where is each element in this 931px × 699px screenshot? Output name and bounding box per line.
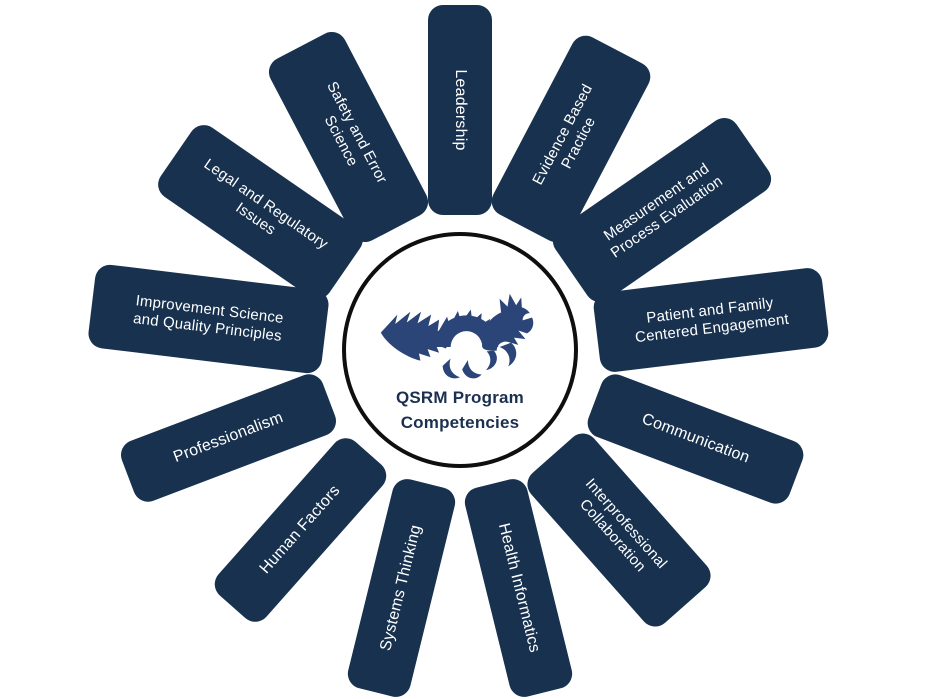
spoke-label: Human Factors bbox=[256, 482, 345, 579]
dragon-claw-lower bbox=[485, 350, 497, 370]
spoke-systems-thinking: Systems Thinking bbox=[344, 476, 459, 699]
dragon-claw-upper bbox=[499, 342, 517, 366]
dragon-crest bbox=[499, 293, 522, 312]
dragon-head bbox=[482, 306, 534, 351]
dragon-body bbox=[434, 314, 499, 347]
spoke-label-line: Professionalism bbox=[171, 409, 286, 467]
spoke-label-line: Legal and Regulatory bbox=[200, 155, 332, 253]
drexel-dragon-logo bbox=[380, 293, 534, 378]
center-circle: QSRM Program Competencies bbox=[342, 232, 578, 468]
spoke-label: Leadership bbox=[450, 69, 470, 150]
spoke-label-line: Communication bbox=[639, 410, 752, 468]
spoke-leadership: Leadership bbox=[428, 5, 492, 215]
center-title-line1: QSRM Program bbox=[395, 387, 525, 407]
center-title: QSRM Program Competencies bbox=[396, 385, 524, 436]
center-title-line2: Competencies bbox=[400, 413, 520, 432]
dragon-back-spikes bbox=[437, 309, 491, 333]
dragon-tail bbox=[380, 311, 451, 361]
spoke-label-line: Human Factors bbox=[256, 482, 344, 578]
spoke-label-line: Leadership bbox=[451, 69, 469, 151]
spoke-label: Professionalism bbox=[171, 408, 286, 467]
spoke-label: Communication bbox=[638, 410, 751, 469]
dragon-foot-right bbox=[462, 359, 482, 378]
spoke-label-line: Health Informatics bbox=[494, 521, 544, 655]
spoke-label: Systems Thinking bbox=[376, 523, 426, 654]
dragon-foot-left bbox=[442, 358, 460, 378]
spoke-label-line: Systems Thinking bbox=[377, 523, 425, 654]
spoke-label: Health Informatics bbox=[493, 522, 544, 655]
